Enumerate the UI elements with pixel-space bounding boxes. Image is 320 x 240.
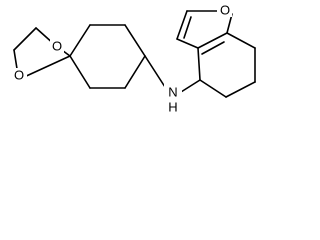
bond-cyclohexyl-nh: [144, 55, 166, 88]
bond-furan-c3-c2: [176, 10, 188, 40]
bond-nh-tetrahydrobenzofuranyl: [180, 79, 201, 93]
molecule-svg: O O N H O: [12, 2, 256, 115]
o-ketal-top-label: O: [52, 39, 62, 54]
bond-furan-o-c7a: [226, 13, 233, 34]
bond-thbf-c5-c4: [199, 79, 227, 98]
o-ketal-top-bg: [50, 39, 64, 54]
bond-ketal-o-top-ch2: [13, 27, 37, 51]
o-furan-bg: [217, 2, 232, 17]
bond-thbf-c4-c3a: [197, 47, 201, 81]
bond-thbf-c3a-c7a: [197, 32, 228, 49]
atom-labels: O O N H O: [12, 2, 232, 115]
bond-thbf-c7a-c7: [226, 32, 256, 49]
o-ketal-bottom-label: O: [14, 68, 24, 83]
bond-cyclohexane-4: [124, 55, 146, 89]
bonds: [13, 10, 256, 98]
h-amine-label: H: [168, 100, 177, 115]
bond-o-bottom-spiro: [21, 55, 71, 79]
bond-furan-double-c3-c2-inner: [183, 16, 192, 39]
bond-cyclohexane-6: [69, 55, 91, 89]
o-furan-label: O: [220, 3, 230, 18]
n-amine-label: N: [168, 85, 177, 100]
bond-cyclohexane-1: [69, 24, 91, 57]
bond-cyclohexane-3: [124, 24, 146, 57]
molecule-canvas: O O N H O: [12, 2, 256, 115]
n-amine-bg: [164, 84, 182, 111]
o-ketal-bottom-bg: [12, 68, 27, 83]
bond-thbf-double-c3a-c7a-inner: [201, 41, 225, 55]
bond-furan-c3a-c3: [176, 38, 199, 49]
bond-thbf-c6-c5: [225, 81, 256, 98]
